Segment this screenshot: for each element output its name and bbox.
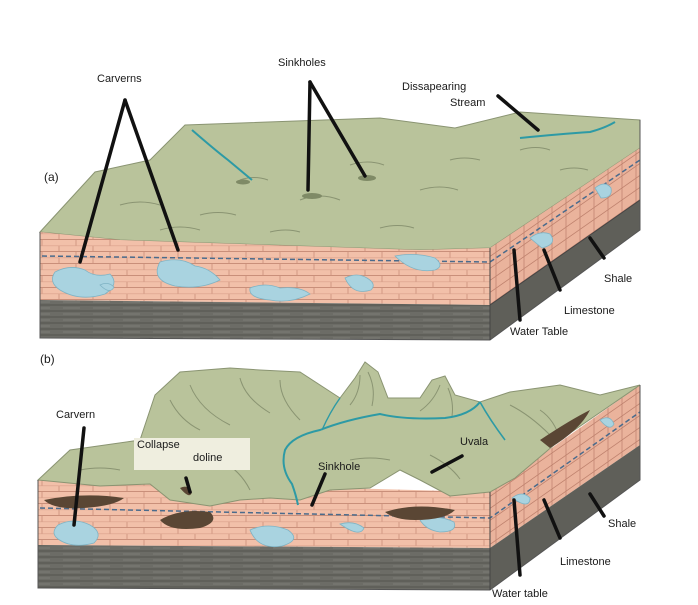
panel-a-shale-side [490, 200, 640, 340]
panel-a-shale-front [40, 300, 490, 340]
label-limestone-a: Limestone [564, 305, 615, 317]
label-shale-a: Shale [604, 273, 633, 285]
panel-b-stream [282, 401, 481, 506]
label-carverns: Carverns [97, 73, 142, 85]
panel-a-tag: (a) [44, 170, 59, 184]
label-collapse-doline-line2: doline [193, 452, 223, 464]
label-water-table-a: Water Table [510, 326, 569, 338]
label-collapse-doline: Collapse doline [134, 438, 250, 470]
panel-b-block [36, 361, 641, 591]
panel-b-surface [36, 361, 641, 507]
panel-b-leader-lines [72, 426, 606, 577]
panel-b-shale-front [38, 545, 490, 590]
panel-a-limestone-front [40, 232, 490, 305]
panel-a-sinkhole-marks [236, 175, 376, 199]
label-water-table-b: Water table [492, 588, 548, 600]
panel-b-caverns [53, 417, 615, 548]
panel-a-block [38, 111, 641, 341]
label-disappearing-stream-line2: Stream [450, 97, 486, 109]
panel-a-leader-lines [78, 80, 606, 322]
label-shale-b: Shale [608, 518, 637, 530]
label-disappearing-stream-line1: Dissapearing [402, 81, 467, 93]
label-collapse-doline-line1: Collapse [137, 439, 180, 451]
panel-b-collapse-debris [44, 410, 590, 529]
panel-b-tag: (b) [40, 352, 55, 366]
label-uvala: Uvala [460, 436, 489, 448]
panel-b-shale-side [490, 445, 640, 590]
panel-b-relief-strokes [79, 371, 561, 491]
label-limestone-b: Limestone [560, 556, 611, 568]
panel-a-disappearing-stream [519, 121, 616, 139]
panel-a-caverns [52, 183, 612, 302]
panel-a-stream [191, 129, 253, 181]
panel-b-limestone-side [490, 385, 640, 548]
label-carvern: Carvern [56, 409, 96, 421]
label-sinkholes: Sinkholes [278, 57, 326, 69]
panel-b-limestone-front [38, 480, 490, 548]
label-sinkhole: Sinkhole [318, 461, 361, 473]
